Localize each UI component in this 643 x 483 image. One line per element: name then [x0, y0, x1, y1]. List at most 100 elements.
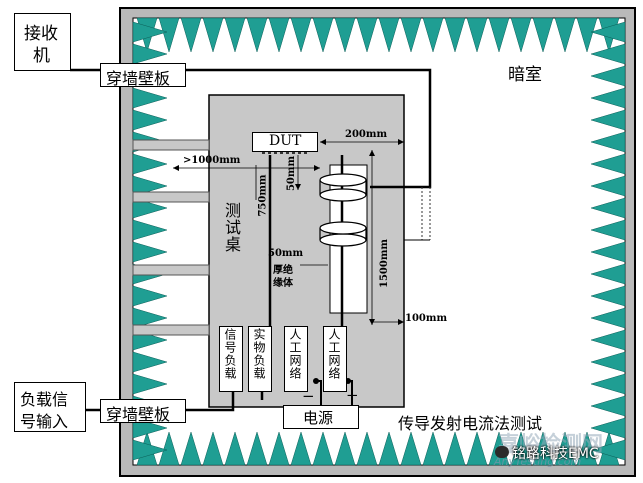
absorber-cone — [576, 431, 598, 466]
feedthrough-top-label: 穿墙壁板 — [106, 69, 171, 88]
absorber-cone — [590, 43, 626, 65]
absorber-cone — [510, 431, 532, 466]
absorber-cone — [590, 175, 626, 197]
absorber-cone — [202, 431, 224, 466]
absorber-cone — [180, 431, 202, 466]
absorber-cone — [590, 373, 626, 395]
insulator-label-line2: 缘体 — [273, 278, 293, 289]
dut-connectors — [262, 150, 307, 154]
absorber-cone — [290, 17, 312, 53]
dim-probe-to-wall: >1000mm — [183, 155, 241, 166]
dut-label: DUT — [269, 133, 302, 149]
absorber-cone — [132, 109, 168, 131]
current-probe-lower — [319, 221, 367, 247]
absorber-cone — [132, 373, 168, 395]
absorber-cone — [466, 17, 488, 53]
receiver-box — [14, 13, 71, 71]
dimension-arrowheads — [173, 139, 404, 325]
absorber-cone — [590, 329, 626, 351]
absorber-cone — [590, 395, 626, 417]
absorber-cone — [158, 17, 180, 53]
absorber-cone — [590, 109, 626, 131]
absorber-cone — [132, 43, 168, 65]
absorber-cone — [356, 17, 378, 53]
absorber-cone — [590, 241, 626, 263]
absorber-cone — [246, 17, 268, 53]
absorber-cone — [590, 131, 626, 153]
absorber-cone — [590, 439, 626, 461]
physical-load-box — [248, 326, 272, 392]
absorber-cone — [378, 17, 400, 53]
power-leads — [316, 380, 353, 405]
absorber-cone — [532, 17, 554, 53]
absorber-cone — [590, 417, 626, 439]
absorber-cone — [224, 17, 246, 53]
absorber-cone — [132, 197, 168, 219]
feedthrough-bottom-label: 穿墙壁板 — [106, 405, 171, 424]
absorber-cone — [590, 153, 626, 175]
absorber-cone — [554, 431, 576, 466]
signal-load-box — [219, 326, 243, 392]
watermark-brand: 嘉峪检测网 — [498, 432, 603, 456]
wechat-icon — [495, 446, 509, 458]
absorber-cone — [132, 439, 168, 461]
lisn-2-label: 人工网络 — [327, 328, 341, 380]
absorber-cone — [132, 241, 168, 263]
absorber-cone — [132, 21, 168, 43]
absorber-cone — [444, 431, 466, 466]
power-supply-label: 电源 — [303, 409, 334, 427]
load-input-line2: 号输入 — [20, 412, 69, 431]
dut-box — [252, 132, 318, 152]
absorber-cone — [590, 263, 626, 285]
support-bars — [132, 139, 210, 336]
absorber-cone — [590, 351, 626, 373]
absorber-cone — [590, 285, 626, 307]
absorber-cone — [224, 431, 246, 466]
absorber-cone — [202, 17, 224, 53]
absorber-cone — [290, 431, 312, 466]
load-input-line1: 负载信 — [20, 390, 69, 409]
dim-height-750: 750mm — [257, 174, 269, 217]
absorber-cone — [334, 17, 356, 53]
load-signal-input-box — [14, 382, 86, 432]
absorber-cone — [444, 17, 466, 53]
method-caption: 传导发射电流法测试 — [398, 414, 543, 433]
absorber-cone — [132, 307, 168, 329]
absorber-cone — [576, 17, 598, 53]
absorber-cone — [132, 417, 168, 439]
absorber-cone — [590, 219, 626, 241]
insulator-label-line1: 厚绝 — [273, 265, 293, 276]
absorber-cone — [132, 351, 168, 373]
darkroom-label: 暗室 — [508, 65, 542, 85]
absorber-cone — [466, 431, 488, 466]
dim-length-1500: 1500mm — [379, 239, 390, 288]
watermark-wechat-account: 铭路科技EMC — [512, 446, 599, 462]
feedthrough-panel-bottom — [100, 399, 186, 423]
absorber-cone — [268, 17, 290, 53]
absorber-cone — [132, 153, 168, 175]
lisn-box-2 — [323, 326, 347, 392]
power-supply-box — [283, 405, 359, 429]
lisn-box-1 — [284, 326, 308, 392]
absorber-cone — [132, 219, 168, 241]
absorber-cone — [132, 285, 168, 307]
physical-load-label: 实物负载 — [252, 328, 266, 380]
receiver-label-line2: 机 — [33, 46, 50, 66]
dim-dut-to-edge: 200mm — [345, 129, 388, 140]
absorber-cone — [312, 431, 334, 466]
absorber-cone — [590, 21, 626, 43]
power-minus-label: − — [302, 387, 315, 405]
absorber-cone — [590, 307, 626, 329]
absorber-cone — [132, 175, 168, 197]
absorber-cone — [378, 431, 400, 466]
absorber-cone — [400, 17, 422, 53]
feedthrough-panel-top — [100, 63, 186, 87]
test-table-label: 测试桌 — [222, 202, 241, 253]
absorber-cone — [180, 17, 202, 53]
insulator-thickness: 50mm — [268, 248, 304, 259]
absorber-cone — [268, 431, 290, 466]
absorber-cone — [590, 87, 626, 109]
absorber-cone — [488, 17, 510, 53]
absorber-cone — [334, 431, 356, 466]
current-probe-upper — [319, 173, 367, 202]
